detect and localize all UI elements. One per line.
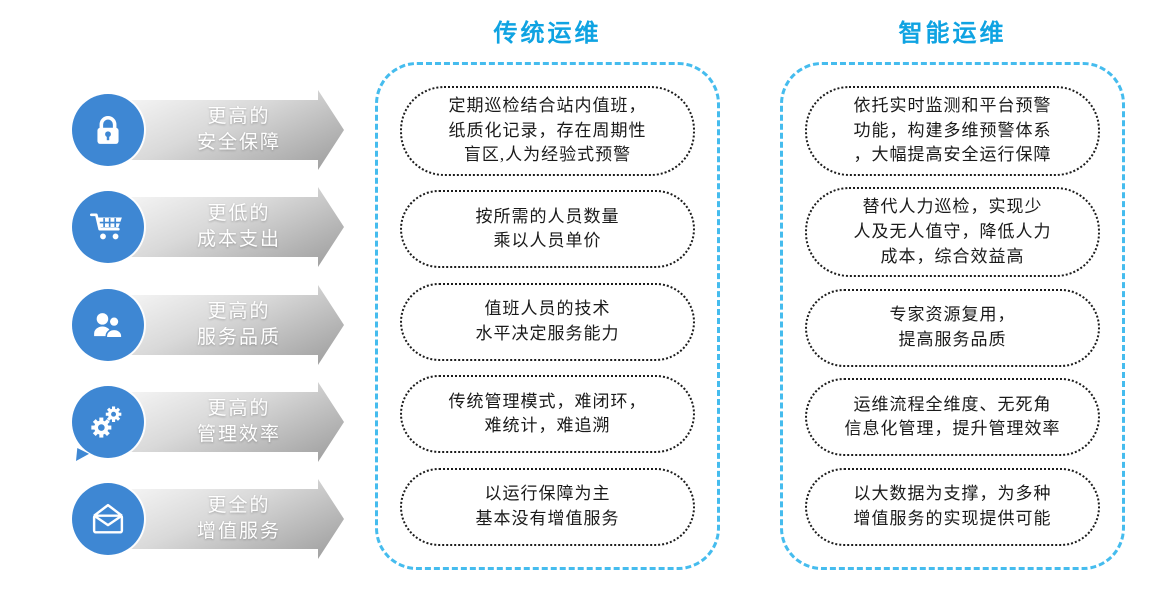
feature-label-line: 更高的 <box>207 106 271 128</box>
feature-label-value-added: 更全的 增值服务 <box>168 473 310 565</box>
feature-label-line: 成本支出 <box>196 229 281 250</box>
bubble-text-line: 按所需的人员数量 <box>475 206 620 226</box>
bubble-text-line: 纸质化记录，存在周期性 <box>448 120 647 140</box>
feature-label-service: 更高的 服务品质 <box>168 279 310 371</box>
feature-label-line: 更高的 <box>207 301 271 323</box>
lock-icon <box>97 116 119 144</box>
bubble-text-line: 增值服务的实现提供可能 <box>853 508 1052 528</box>
feature-label-line: 服务品质 <box>196 327 281 348</box>
bubble-text-line: 乘以人员单价 <box>493 231 602 251</box>
cost-icon-circle <box>72 191 144 263</box>
bubble-text-line: 水平决定服务能力 <box>475 323 620 343</box>
traditional-bubble-service: 值班人员的技术 水平决定服务能力 <box>400 282 695 361</box>
traditional-ops-title: 传统运维 <box>493 20 602 47</box>
envelope-icon <box>92 503 124 534</box>
bubble-text-line: 专家资源复用， <box>889 305 1016 325</box>
feature-label-management: 更高的 管理效率 <box>168 376 310 468</box>
intelligent-ops-container: 依托实时监测和平台预警 功能，构建多维预警体系 ，大幅提高安全运行保障 替代人力… <box>780 62 1125 570</box>
feature-row-value-added: 更全的 增值服务 <box>72 473 344 565</box>
cart-icon <box>90 213 122 240</box>
bubble-text-line: 成本，综合效益高 <box>880 246 1025 266</box>
gears-icon <box>91 406 122 438</box>
security-icon-circle <box>72 94 144 166</box>
bubble-text-line: 信息化管理，提升管理效率 <box>844 419 1061 439</box>
intelligent-bubble-management: 运维流程全维度、无死角 信息化管理，提升管理效率 <box>805 378 1100 457</box>
management-icon-circle <box>72 386 144 458</box>
bubble-text-line: 基本没有增值服务 <box>475 508 620 528</box>
feature-label-line: 更低的 <box>207 203 271 225</box>
gray-arrow-shape <box>108 187 344 267</box>
bubble-text-line: 难统计，难追溯 <box>484 416 611 436</box>
bubble-text-line: 以大数据为支撑，为多种 <box>853 484 1052 504</box>
intelligent-ops-title: 智能运维 <box>898 20 1007 47</box>
feature-row-cost: 更低的 成本支出 <box>72 181 344 273</box>
bubble-text-line: 盲区,人为经验式预警 <box>463 145 632 165</box>
traditional-bubble-cost: 按所需的人员数量 乘以人员单价 <box>400 190 695 269</box>
bubble-text-line: ，大幅提高安全运行保障 <box>853 145 1052 165</box>
feature-row-security: 更高的 安全保障 <box>72 84 344 176</box>
intelligent-bubble-cost: 替代人力巡检，实现少 人及无人值守，降低人力 成本，综合效益高 <box>805 187 1100 278</box>
feature-label-line: 管理效率 <box>196 424 281 445</box>
gray-arrow-shape <box>108 479 344 559</box>
bubble-text-line: 替代人力巡检，实现少 <box>862 197 1043 217</box>
feature-label-line: 增值服务 <box>196 521 281 542</box>
service-icon-circle <box>72 289 144 361</box>
traditional-ops-container: 定期巡检结合站内值班， 纸质化记录，存在周期性 盲区,人为经验式预警 按所需的人… <box>375 62 720 570</box>
feature-label-line: 更全的 <box>207 495 271 517</box>
bubble-text-line: 定期巡检结合站内值班， <box>448 96 647 115</box>
gray-arrow-shape <box>108 285 344 365</box>
intelligent-bubble-service: 专家资源复用， 提高服务品质 <box>805 288 1100 367</box>
feature-label-cost: 更低的 成本支出 <box>168 181 310 273</box>
traditional-bubble-management: 传统管理模式，难闭环， 难统计，难追溯 <box>400 375 695 454</box>
users-icon <box>94 313 123 339</box>
feature-row-management: 更高的 管理效率 <box>72 376 344 468</box>
gray-arrow-shape <box>108 382 344 462</box>
bubble-text-line: 提高服务品质 <box>898 329 1007 349</box>
bubble-text-line: 运维流程全维度、无死角 <box>853 394 1052 414</box>
feature-label-security: 更高的 安全保障 <box>168 84 310 176</box>
bubble-text-line: 传统管理模式，难闭环， <box>448 391 647 411</box>
feature-label-line: 安全保障 <box>196 132 281 153</box>
feature-row-service: 更高的 服务品质 <box>72 279 344 371</box>
bubble-text-line: 以运行保障为主 <box>484 484 611 504</box>
intelligent-bubble-value-added: 以大数据为支撑，为多种 增值服务的实现提供可能 <box>805 467 1100 546</box>
bubble-text-line: 功能，构建多维预警体系 <box>853 120 1052 140</box>
feature-label-line: 更高的 <box>207 398 271 420</box>
value-added-icon-circle <box>72 483 144 555</box>
intelligent-bubble-security: 依托实时监测和平台预警 功能，构建多维预警体系 ，大幅提高安全运行保障 <box>805 86 1100 176</box>
gray-arrow-shape <box>108 90 344 170</box>
bubble-text-line: 值班人员的技术 <box>484 299 611 319</box>
traditional-bubble-value-added: 以运行保障为主 基本没有增值服务 <box>400 467 695 546</box>
traditional-bubble-security: 定期巡检结合站内值班， 纸质化记录，存在周期性 盲区,人为经验式预警 <box>400 86 695 176</box>
bubble-text-line: 人及无人值守，降低人力 <box>853 222 1052 242</box>
bubble-text-line: 依托实时监测和平台预警 <box>853 96 1052 115</box>
